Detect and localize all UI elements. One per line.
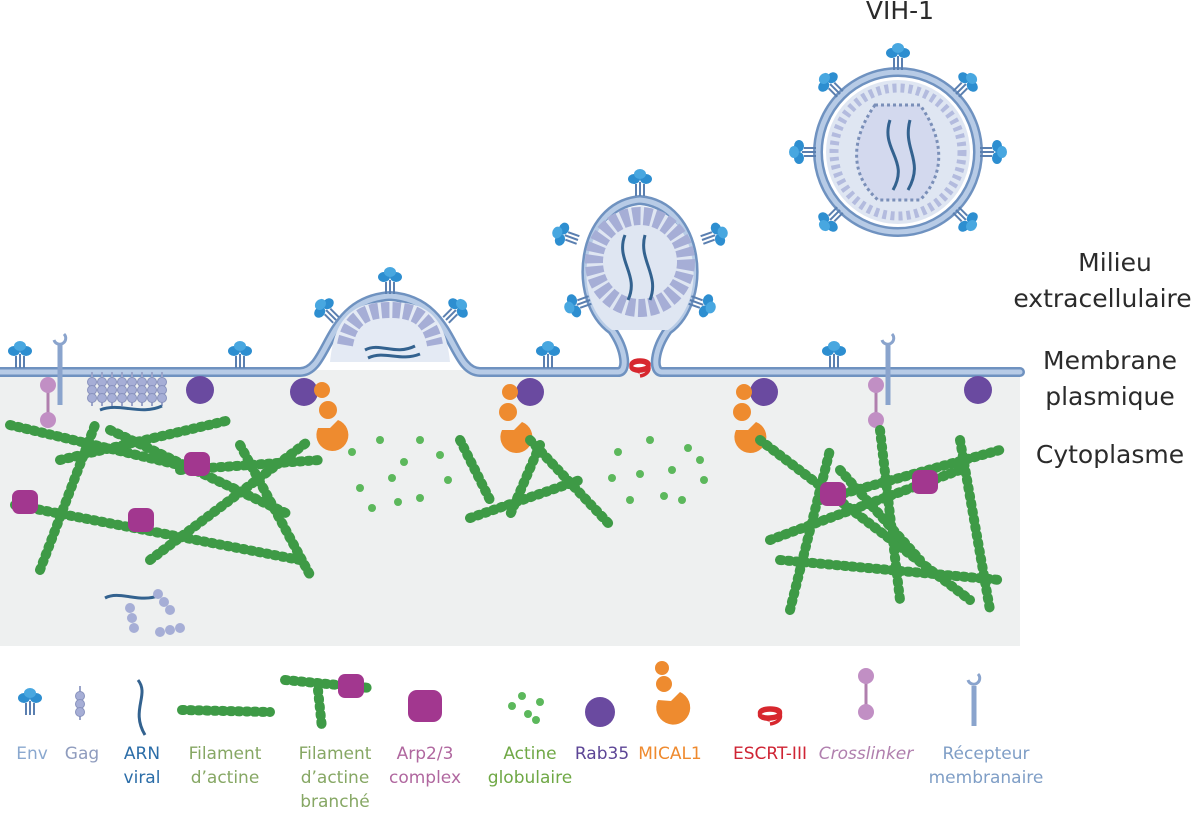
membrane-receptor-icon <box>966 672 982 726</box>
early-bud <box>337 301 443 360</box>
mical1 <box>314 382 349 451</box>
rab35 <box>516 378 544 406</box>
arp23-complex <box>820 482 846 506</box>
membrane-receptor <box>880 332 896 405</box>
virus-label: VIH-1 <box>865 0 935 25</box>
legend-label-membrane-receptor: Récepteur membranaire <box>928 744 1044 788</box>
legend-label-escrt-iii: ESCRT-III <box>733 744 807 764</box>
rab35 <box>750 378 778 406</box>
actin-network <box>5 415 1005 615</box>
crosslinker <box>40 377 56 428</box>
rab35-icon <box>585 697 615 727</box>
crosslinker <box>868 377 884 428</box>
legend-label-globular-actin: Actine globulaire <box>487 744 573 788</box>
arp23-icon <box>408 690 442 722</box>
rab35 <box>290 378 318 406</box>
legend-label-viral-rna: ARN viral <box>123 744 161 788</box>
free-gag <box>104 589 185 637</box>
legend-label-crosslinker: Crosslinker <box>818 744 914 764</box>
mature-virus <box>813 67 983 237</box>
crosslinker-icon <box>858 668 874 720</box>
globular-actin-icon <box>508 692 544 724</box>
legend-label-mical1: MICAL1 <box>638 744 702 764</box>
membrane-label-line2: plasmique <box>1045 382 1175 411</box>
cytoplasm-label: Cytoplasme <box>1035 440 1185 469</box>
gag-lattice <box>86 371 168 412</box>
legend-label-env: Env <box>16 744 48 764</box>
legend-label-actin-filament: Filament d’actine <box>188 744 262 788</box>
rab35 <box>186 376 214 404</box>
legend-label-arp23: Arp2/3 complex <box>388 744 462 788</box>
mical1-icon <box>655 661 691 725</box>
mical1 <box>733 384 767 453</box>
arp23-complex <box>128 508 154 532</box>
escrt-iii <box>629 358 651 378</box>
viral-rna-icon <box>136 679 147 736</box>
budding-virus <box>585 207 695 317</box>
branched-actin-icon <box>280 674 375 733</box>
extracellular-label-line2: extracellulaire <box>1013 284 1192 313</box>
globular-actin <box>348 436 708 512</box>
extracellular-label-line1: Milieu <box>1078 248 1152 277</box>
escrt-iii-icon <box>757 706 783 726</box>
env-icon <box>17 687 43 716</box>
membrane-receptor <box>52 332 68 405</box>
actin-filament-icon <box>177 705 275 717</box>
mical1 <box>499 384 533 453</box>
arp23-complex <box>12 490 38 514</box>
rab35 <box>964 376 992 404</box>
legend-label-branched-actin: Filament d’actine branché <box>298 744 372 812</box>
membrane-label-line1: Membrane <box>1043 346 1177 375</box>
arp23-complex <box>184 452 210 476</box>
legend-label-gag: Gag <box>64 744 100 764</box>
gag-icon <box>74 685 86 721</box>
arp23-complex <box>912 470 938 494</box>
legend-label-rab35: Rab35 <box>574 744 630 764</box>
legend-icons <box>17 661 982 736</box>
